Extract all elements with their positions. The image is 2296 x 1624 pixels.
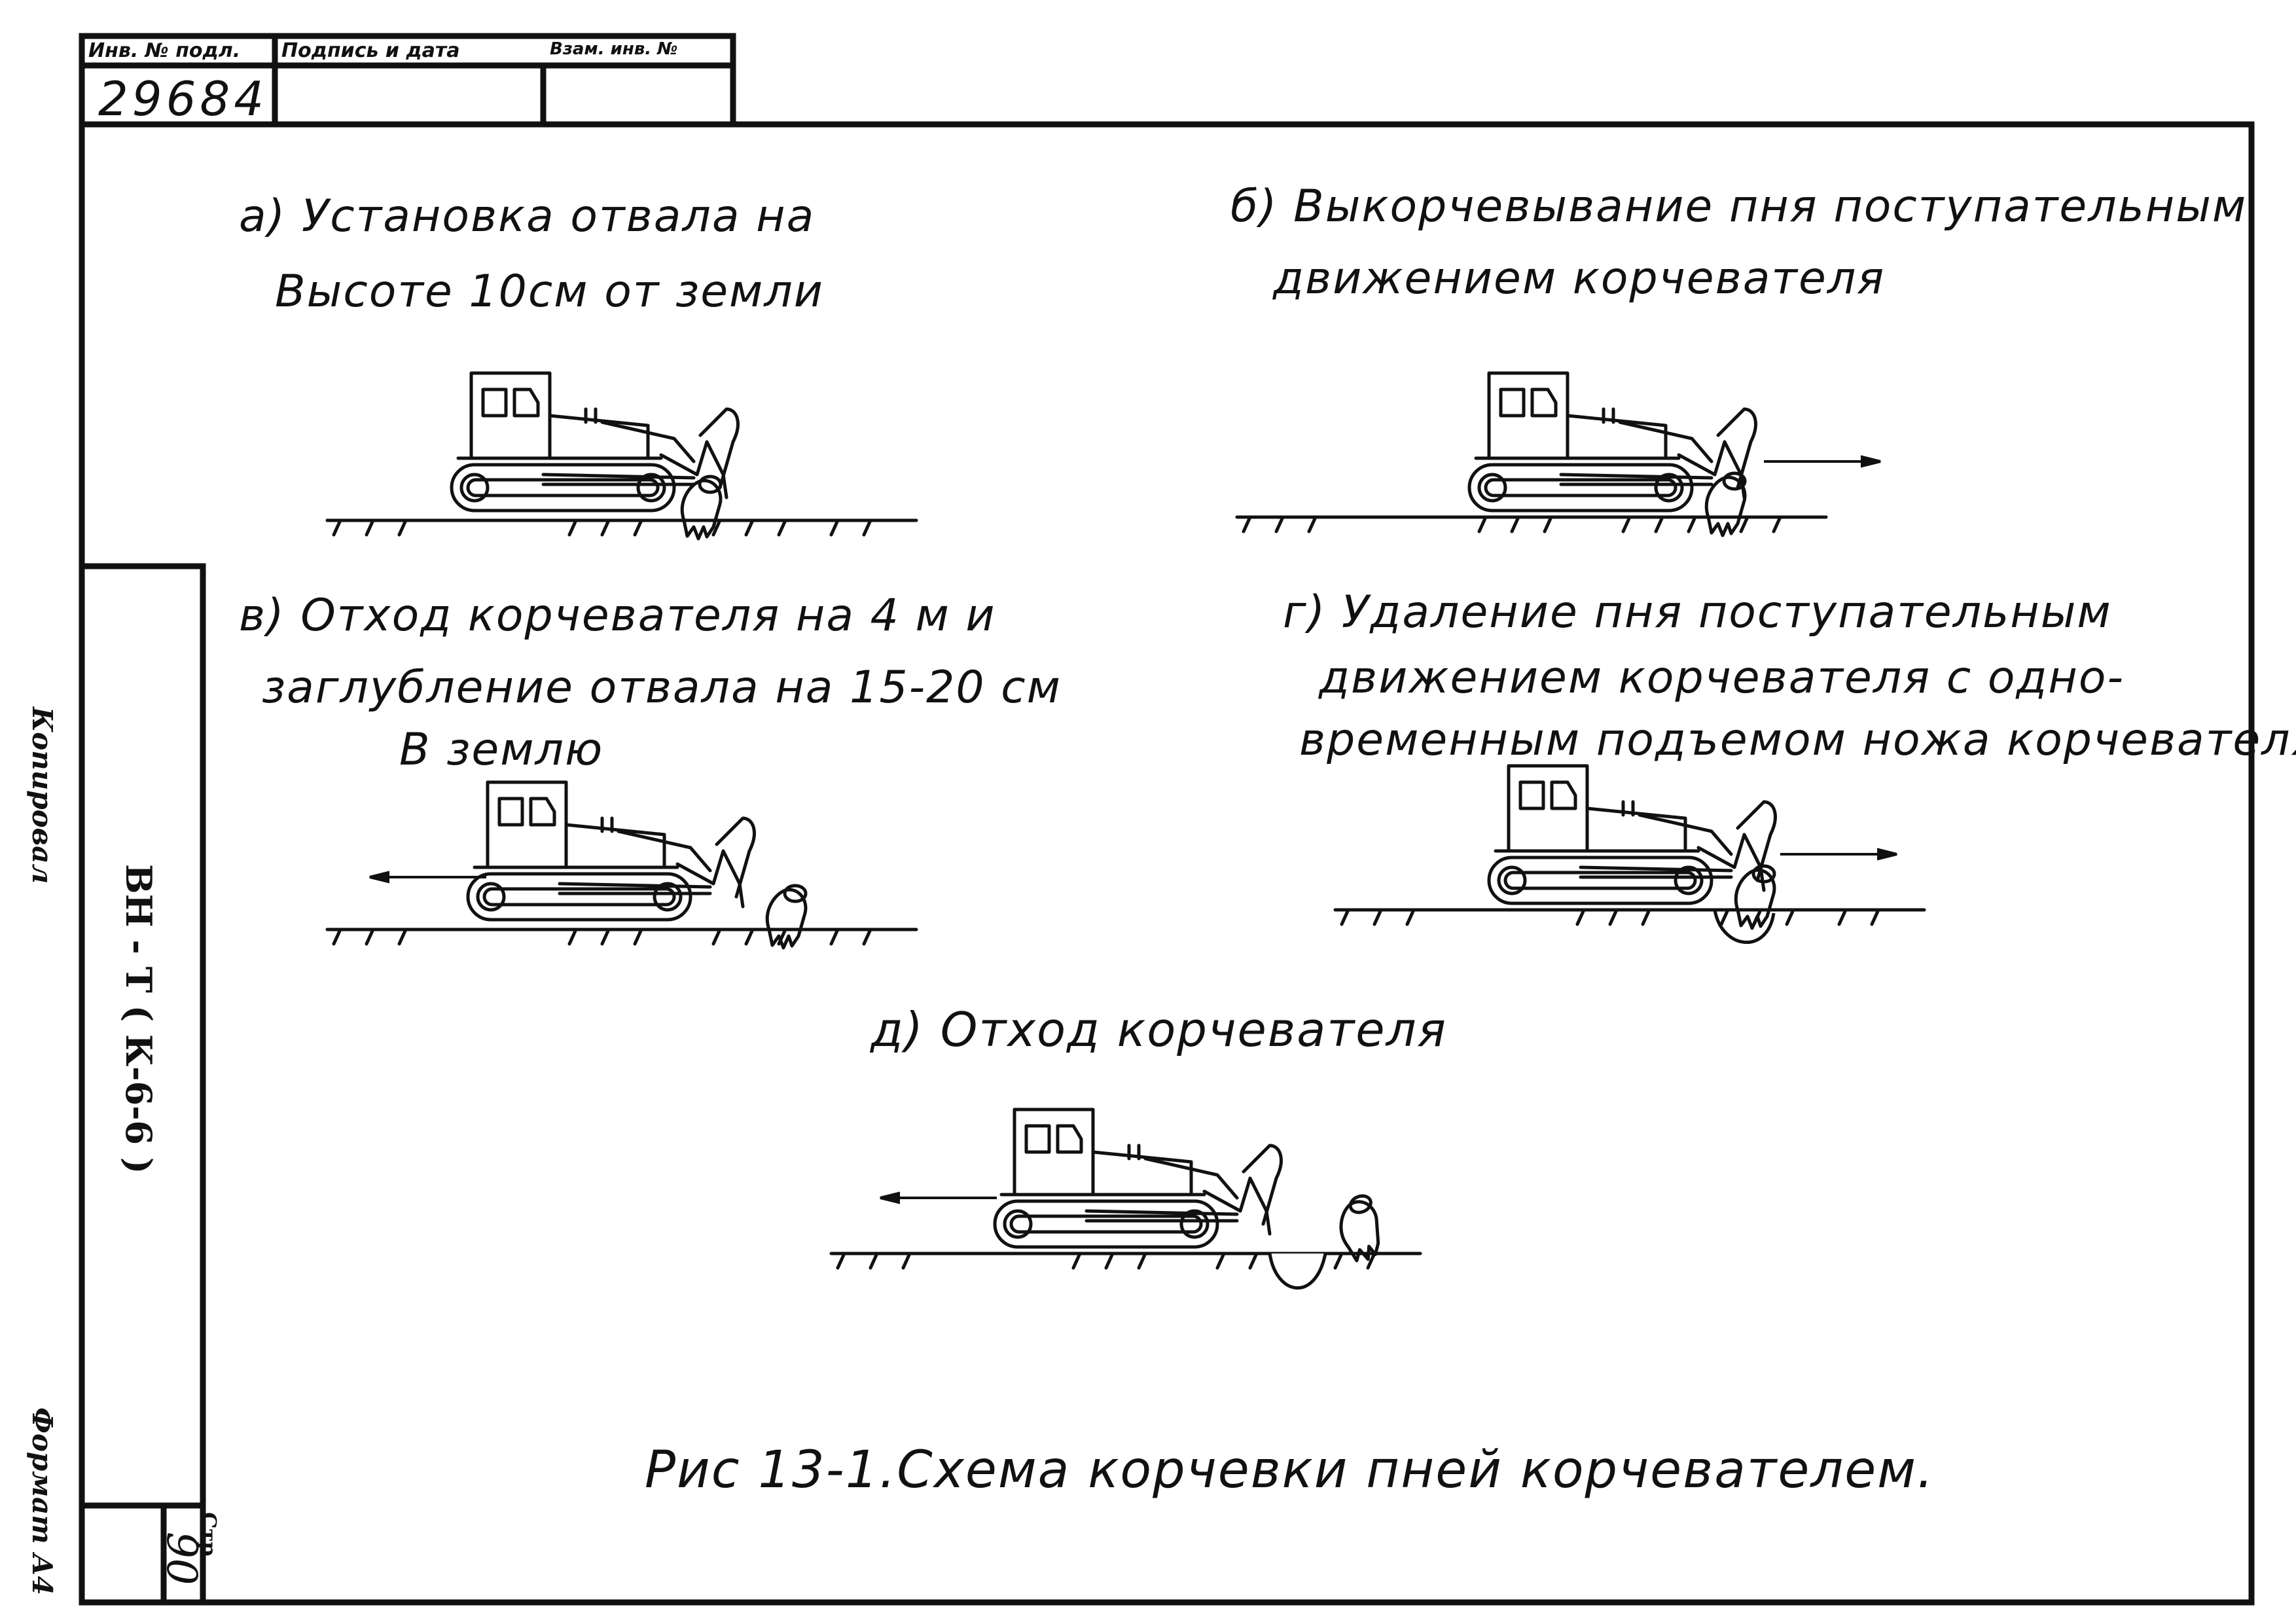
copied-label: Копировал — [26, 707, 58, 884]
page-number: 90 — [157, 1532, 206, 1585]
caption-d: д) Отход корчевателя — [870, 1002, 1447, 1057]
figure-caption: Рис 13-1.Схема корчевки пней корчевателе… — [645, 1441, 1935, 1500]
caption-v-line3: В землю — [399, 724, 604, 776]
figure-a — [327, 373, 916, 539]
stamp-label-inv: Инв. № подл. — [88, 39, 241, 62]
caption-b-line2: движением корчевателя — [1273, 253, 1886, 304]
figure-d — [831, 1110, 1420, 1290]
caption-g-line2: движением корчевателя с одно- — [1319, 652, 2125, 704]
side-code: ВН - Т ( К-6-6 ) — [118, 864, 160, 1174]
caption-v-line1: в) Отход корчевателя на 4 м и — [239, 590, 996, 641]
caption-v-line2: заглубление отвала на 15-20 см — [262, 662, 1062, 713]
stamp-label-sign: Подпись и дата — [281, 39, 460, 62]
figure-v — [327, 782, 916, 948]
caption-g-line3: временным подъемом ножа корчевателя — [1299, 714, 2296, 766]
inventory-number: 29684 — [98, 71, 268, 126]
format-label: Формат А4 — [26, 1407, 58, 1595]
caption-b-line1: б) Выкорчевывание пня поступательным — [1230, 181, 2248, 232]
figure-b — [1237, 373, 1882, 535]
stamp-label-repl: Взам. инв. № — [550, 39, 678, 59]
caption-g-line1: г) Удаление пня поступательным — [1283, 586, 2112, 638]
caption-a-line2: Высоте 10см от земли — [275, 266, 824, 317]
caption-a-line1: а) Установка отвала на — [239, 190, 816, 242]
page-frame — [79, 33, 2255, 1606]
figure-g — [1335, 766, 1924, 945]
